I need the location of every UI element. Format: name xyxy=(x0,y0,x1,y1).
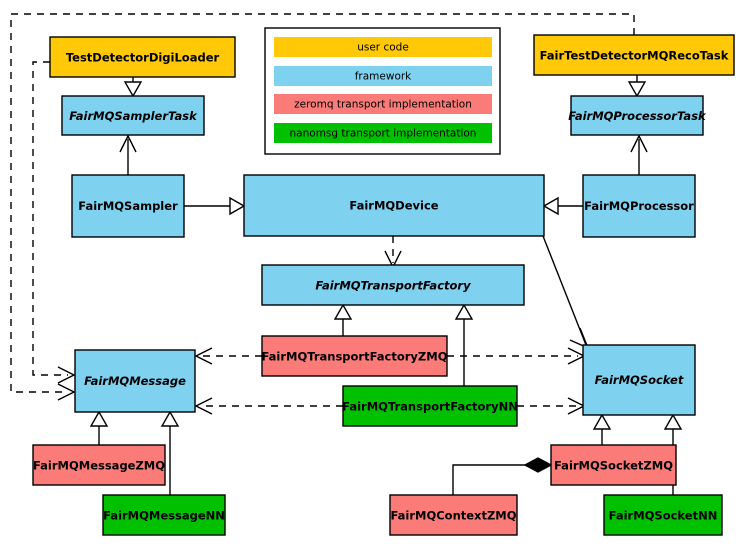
class-box-fairmqsamplertask[interactable]: FairMQSamplerTask xyxy=(61,95,205,136)
class-box-testdetectordigiloader[interactable]: TestDetectorDigiLoader xyxy=(49,36,236,78)
arrowhead-open-processortask xyxy=(630,134,648,153)
class-box-fairmqsocket[interactable]: FairMQSocket xyxy=(582,344,696,416)
arrowhead-triangle-processortask xyxy=(627,81,647,98)
class-rect-fairmqmessagenn[interactable] xyxy=(102,494,226,536)
legend-swatch-user-code xyxy=(274,37,492,57)
class-rect-fairmqcontextzmq[interactable] xyxy=(389,494,518,536)
edge-digiloader-message-route xyxy=(32,61,68,376)
arrowhead-triangle-tf-left xyxy=(333,303,353,320)
class-rect-fairmqtransportfactorynn[interactable] xyxy=(342,385,518,427)
arrowhead-triangle-socket-right xyxy=(663,413,683,430)
class-label-fairmqtransportfactory: FairMQTransportFactory xyxy=(315,279,471,293)
edge-contextzmq-socketzmq xyxy=(452,464,538,495)
class-rect-fairmqmessage[interactable] xyxy=(74,349,196,413)
class-box-fairmqprocessor[interactable]: FairMQProcessor xyxy=(582,174,696,238)
class-label-fairmqmessagenn: FairMQMessageNN xyxy=(103,509,225,523)
arrowhead-triangle-device-right xyxy=(542,196,559,216)
class-label-fairmqsamplertask: FairMQSamplerTask xyxy=(69,109,198,123)
arrowhead-triangle-message-right xyxy=(160,410,180,427)
legend-label-user-code: user code xyxy=(357,42,409,54)
edge-device-socket xyxy=(542,235,587,346)
arrowhead-triangle-tf-right xyxy=(454,303,474,320)
class-box-fairtestdetectormqrecotask[interactable]: FairTestDetectorMQRecoTask xyxy=(533,34,735,76)
edges-layer xyxy=(10,13,683,495)
classes-layer: TestDetectorDigiLoader FairMQSamplerTask… xyxy=(32,34,735,536)
class-rect-fairmqsocket[interactable] xyxy=(582,344,696,416)
class-rect-fairmqmessagezmq[interactable] xyxy=(32,444,166,486)
legend-label-zeromq: zeromq transport implementation xyxy=(294,99,472,111)
arrowhead-triangle-device-left xyxy=(229,196,246,216)
class-box-fairmqmessage[interactable]: FairMQMessage xyxy=(74,349,196,413)
class-box-fairmqsocketnn[interactable]: FairMQSocketNN xyxy=(603,494,723,536)
arrowhead-open-message-right-upper xyxy=(194,347,213,365)
legend-item-zeromq: zeromq transport implementation xyxy=(274,94,492,114)
class-label-fairmqmessage: FairMQMessage xyxy=(84,374,186,388)
arrowhead-triangle-message-left xyxy=(89,410,109,427)
class-box-fairmqprocessortask[interactable]: FairMQProcessorTask xyxy=(568,95,707,136)
legend-item-framework: framework xyxy=(274,66,492,86)
class-box-fairmqdevice[interactable]: FairMQDevice xyxy=(243,174,545,237)
class-label-fairmqsocketzmq: FairMQSocketZMQ xyxy=(554,459,673,473)
arrowhead-open-samplertask xyxy=(119,134,137,153)
legend-item-nanomsg: nanomsg transport implementation xyxy=(274,123,492,143)
class-label-fairmqmessagezmq: FairMQMessageZMQ xyxy=(33,459,165,473)
class-box-fairmqcontextzmq[interactable]: FairMQContextZMQ xyxy=(389,494,518,536)
class-label-fairmqtransportfactoryzmq: FairMQTransportFactoryZMQ xyxy=(261,350,447,364)
class-rect-fairmqsampler[interactable] xyxy=(71,174,185,238)
class-label-fairmqcontextzmq: FairMQContextZMQ xyxy=(390,509,516,523)
class-rect-fairtestdetectormqrecotask[interactable] xyxy=(533,34,735,76)
class-label-testdetectordigiloader: TestDetectorDigiLoader xyxy=(66,51,220,65)
class-box-fairmqtransportfactory[interactable]: FairMQTransportFactory xyxy=(261,264,525,306)
arrowhead-open-message-upper xyxy=(57,366,76,384)
diamond-composition-socketzmq xyxy=(523,457,553,473)
class-box-fairmqmessagenn[interactable]: FairMQMessageNN xyxy=(102,494,226,536)
class-label-fairmqprocessor: FairMQProcessor xyxy=(584,199,694,213)
class-label-fairmqdevice: FairMQDevice xyxy=(349,199,438,213)
class-label-fairmqprocessortask: FairMQProcessorTask xyxy=(568,109,707,123)
legend-swatch-zeromq xyxy=(274,94,492,114)
class-label-fairmqsocketnn: FairMQSocketNN xyxy=(609,509,718,523)
class-rect-fairmqprocessortask[interactable] xyxy=(570,95,704,136)
class-box-fairmqtransportfactoryzmq[interactable]: FairMQTransportFactoryZMQ xyxy=(261,335,448,377)
class-box-fairmqsampler[interactable]: FairMQSampler xyxy=(71,174,185,238)
class-rect-fairmqprocessor[interactable] xyxy=(582,174,696,238)
class-box-fairmqtransportfactorynn[interactable]: FairMQTransportFactoryNN xyxy=(342,385,518,427)
legend-label-nanomsg: nanomsg transport implementation xyxy=(290,128,477,140)
class-rect-fairmqtransportfactory[interactable] xyxy=(261,264,525,306)
legend-swatch-framework xyxy=(274,66,492,86)
legend-swatch-nanomsg xyxy=(274,123,492,143)
class-rect-testdetectordigiloader[interactable] xyxy=(49,36,236,78)
class-rect-fairmqsocketzmq[interactable] xyxy=(550,444,677,486)
arrowhead-open-message-right-lower xyxy=(194,397,213,415)
class-label-fairtestdetectormqrecotask: FairTestDetectorMQRecoTask xyxy=(540,49,729,63)
class-label-fairmqtransportfactorynn: FairMQTransportFactoryNN xyxy=(342,400,518,414)
class-label-fairmqsampler: FairMQSampler xyxy=(78,199,178,213)
class-label-fairmqsocket: FairMQSocket xyxy=(595,373,684,387)
legend: user code framework zeromq transport imp… xyxy=(264,27,501,155)
class-box-fairmqmessagezmq[interactable]: FairMQMessageZMQ xyxy=(32,444,166,486)
legend-label-framework: framework xyxy=(355,71,412,83)
arrowhead-open-message-lower xyxy=(57,383,76,401)
legend-item-user-code: user code xyxy=(274,37,492,57)
class-box-fairmqsocketzmq[interactable]: FairMQSocketZMQ xyxy=(550,444,677,486)
class-rect-fairmqdevice[interactable] xyxy=(243,174,545,237)
class-rect-fairmqsocketnn[interactable] xyxy=(603,494,723,536)
class-rect-fairmqsamplertask[interactable] xyxy=(61,95,205,136)
edge-digiloader-top-route xyxy=(10,13,635,393)
arrowhead-triangle-socket-left xyxy=(592,413,612,430)
arrowhead-triangle-samplertask xyxy=(123,81,143,98)
class-rect-fairmqtransportfactoryzmq[interactable] xyxy=(261,335,448,377)
